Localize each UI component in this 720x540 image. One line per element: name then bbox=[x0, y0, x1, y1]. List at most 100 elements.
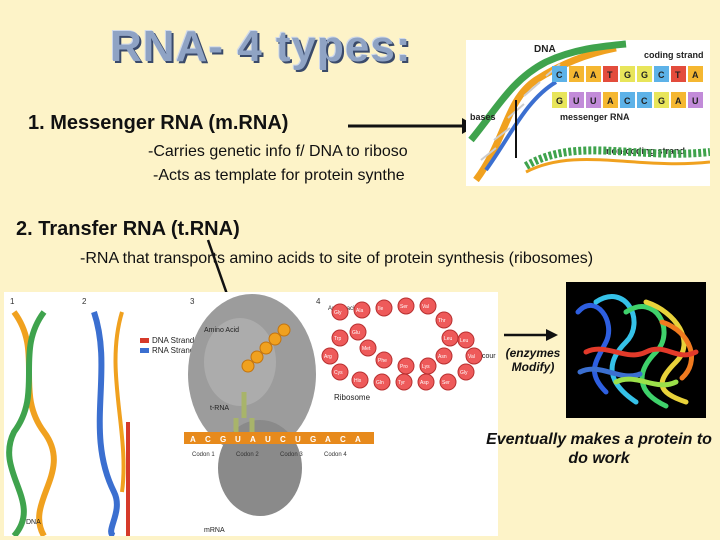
codon-label: Codon 3 bbox=[280, 452, 303, 458]
mrna-base-box bbox=[603, 92, 618, 108]
dna-transcription-diagram: DNA coding strand bases messenger RNA no… bbox=[466, 40, 710, 186]
enzymes-note: (enzymes Modify) bbox=[505, 346, 561, 374]
coding-base: A bbox=[590, 70, 597, 80]
mrna-base-box bbox=[586, 92, 601, 108]
translation-diagram: 1 2 3 4 DNA Strand RNA Strand Amino Acid… bbox=[4, 292, 498, 536]
svg-text:cour: cour bbox=[482, 353, 496, 360]
codon-label: Codon 2 bbox=[236, 452, 259, 458]
dna-label: DNA bbox=[534, 44, 556, 55]
mrna-heading: 1. Messenger RNA (m.RNA) bbox=[28, 112, 289, 134]
codon-base: U bbox=[235, 435, 241, 444]
coding-strand-label: coding strand bbox=[644, 50, 704, 60]
step-3-label: 3 bbox=[190, 297, 195, 306]
mrna-line2: -Acts as template for protein synthe bbox=[153, 167, 405, 184]
peptide-residue bbox=[351, 371, 369, 389]
mrna-strip-label: mRNA bbox=[204, 527, 225, 534]
mrna-base-box bbox=[688, 92, 703, 108]
peptide-residue bbox=[353, 301, 371, 319]
mrna-base-box bbox=[569, 92, 584, 108]
peptide-residue-label: Leu bbox=[460, 338, 469, 344]
coding-base-box bbox=[552, 66, 567, 82]
coding-base-box bbox=[688, 66, 703, 82]
trna-heading: 2. Transfer RNA (t.RNA) bbox=[16, 218, 240, 240]
coding-base-box bbox=[637, 66, 652, 82]
coding-base-box bbox=[671, 66, 686, 82]
peptide-residue-label: Asn bbox=[438, 354, 447, 360]
peptide-residue bbox=[465, 347, 483, 365]
codon-label: Codon 4 bbox=[324, 452, 347, 458]
coding-base: T bbox=[675, 70, 681, 80]
step-2-label: 2 bbox=[82, 297, 87, 306]
peptide-residue-label: Ile bbox=[378, 306, 384, 312]
peptide-residue-label: Pro bbox=[400, 364, 408, 370]
coding-base: A bbox=[573, 70, 580, 80]
coding-base-box bbox=[654, 66, 669, 82]
coding-base: A bbox=[692, 70, 699, 80]
amino-acid-bead bbox=[259, 341, 273, 355]
peptide-residue bbox=[395, 373, 413, 391]
peptide-residue bbox=[321, 347, 339, 365]
amino-acid-bead bbox=[277, 323, 291, 337]
peptide-residue-label: Gln bbox=[376, 380, 384, 386]
amino-acid-bead bbox=[250, 350, 264, 364]
peptide-residue bbox=[331, 363, 349, 381]
mrna-base-box bbox=[671, 92, 686, 108]
peptide-residue-label: Gly bbox=[334, 310, 342, 316]
codon-base: A bbox=[325, 435, 331, 444]
peptide-residue-label: Val bbox=[422, 304, 429, 310]
peptide-residue-label: Phe bbox=[378, 358, 387, 364]
coding-base: C bbox=[658, 70, 665, 80]
coding-base-box bbox=[569, 66, 584, 82]
mrna-base: C bbox=[641, 96, 648, 106]
amino-acid-bead bbox=[241, 359, 255, 373]
protein-structure-image bbox=[566, 282, 706, 418]
peptide-residue-label: Ser bbox=[400, 304, 408, 310]
step-4-label: 4 bbox=[316, 297, 321, 306]
peptide-residue bbox=[375, 351, 393, 369]
peptide-residue-label: Val bbox=[468, 354, 475, 360]
mrna-base: A bbox=[675, 96, 682, 106]
peptide-residue bbox=[419, 297, 437, 315]
codon-base: U bbox=[265, 435, 271, 444]
codon-base: A bbox=[355, 435, 361, 444]
coding-base: G bbox=[624, 70, 631, 80]
coding-base-box bbox=[620, 66, 635, 82]
peptide-residue bbox=[359, 339, 377, 357]
coding-base: T bbox=[607, 70, 613, 80]
coding-base-box bbox=[586, 66, 601, 82]
step-1-label: 1 bbox=[10, 297, 15, 306]
mrna-base: U bbox=[692, 96, 699, 106]
peptide-residue-label: Thr bbox=[438, 318, 446, 324]
mrna-base-box bbox=[654, 92, 669, 108]
conclusion-text: Eventually makes a protein to do work bbox=[486, 431, 712, 467]
dna-bottom-label: DNA bbox=[26, 519, 41, 526]
peptide-residue bbox=[375, 299, 393, 317]
peptide-residue bbox=[457, 331, 475, 349]
mrna-base-box bbox=[552, 92, 567, 108]
peptide-residue bbox=[373, 373, 391, 391]
peptide-residue-label: Arg bbox=[324, 354, 332, 360]
peptide-residue bbox=[331, 329, 349, 347]
codon-label: Codon 1 bbox=[192, 452, 215, 458]
codon-base: A bbox=[250, 435, 256, 444]
peptide-residue-label: Tyr bbox=[398, 380, 405, 386]
mrna-base: A bbox=[607, 96, 614, 106]
peptide-residue-label: Cys bbox=[334, 370, 343, 376]
amino-acid-bead bbox=[268, 332, 282, 346]
messenger-rna-label: messenger RNA bbox=[560, 112, 630, 122]
legend-dna-strand: DNA Strand bbox=[152, 336, 194, 345]
peptide-residue bbox=[457, 363, 475, 381]
peptide-residue-label: Trp bbox=[334, 336, 342, 342]
codon-base: C bbox=[280, 435, 286, 444]
peptide-residue-label: His bbox=[354, 378, 362, 384]
mrna-base: G bbox=[556, 96, 563, 106]
slide-title: RNA- 4 types: bbox=[110, 22, 412, 71]
peptide-residue bbox=[435, 311, 453, 329]
mrna-base: U bbox=[590, 96, 597, 106]
peptide-residue-label: Glu bbox=[352, 330, 360, 336]
peptide-residue-label: Ala bbox=[356, 308, 363, 314]
codon-base: C bbox=[205, 435, 211, 444]
codon-base: C bbox=[340, 435, 346, 444]
peptide-residue-label: Asp bbox=[420, 380, 429, 386]
coding-base: C bbox=[556, 70, 563, 80]
